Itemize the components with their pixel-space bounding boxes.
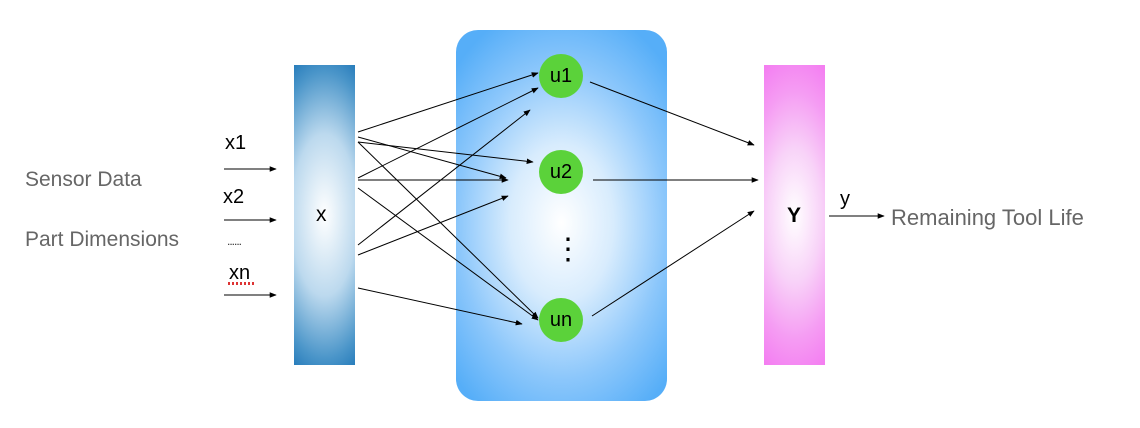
- hidden-node-un-label: un: [549, 308, 573, 331]
- input-x1-label: x1: [225, 132, 247, 154]
- input-layer-block: [294, 65, 355, 365]
- output-layer-block: [764, 65, 825, 365]
- arrow-un-y: [591, 210, 755, 317]
- hidden-node-u1-label: u1: [549, 64, 573, 87]
- input-layer-label: x: [316, 203, 327, 226]
- arrow-x-un-c: [357, 287, 523, 326]
- arrow-x-un-b: [357, 187, 539, 321]
- hidden-node-u1: u1: [539, 54, 583, 98]
- arrow-x-u2-d: [357, 195, 509, 256]
- hidden-node-un: un: [539, 298, 583, 342]
- input-x2-label: x2: [223, 186, 245, 208]
- arrow-u1-y: [589, 81, 755, 146]
- arrow-x-u1-c: [357, 109, 531, 246]
- sensor-data-label: Sensor Data: [25, 168, 142, 191]
- hidden-node-u2: u2: [539, 150, 583, 194]
- output-y-label: y: [840, 188, 850, 210]
- input-xn-label: xn: [229, 262, 251, 284]
- output-layer-label: Y: [787, 204, 802, 227]
- arrow-x-un-a: [357, 141, 539, 319]
- remaining-tool-life-label: Remaining Tool Life: [891, 205, 1084, 230]
- hidden-node-u2-label: u2: [549, 160, 573, 183]
- arrow-x-u1-a: [357, 72, 539, 133]
- hidden-ellipsis: ⋮: [553, 233, 583, 266]
- input-dots-label: ......: [227, 234, 242, 248]
- spellcheck-underline: [228, 282, 254, 285]
- part-dimensions-label: Part Dimensions: [25, 228, 180, 251]
- arrow-x-u2-b: [357, 141, 534, 165]
- arrow-x-u2-a: [357, 136, 507, 180]
- arrow-x-u1-b: [357, 87, 539, 179]
